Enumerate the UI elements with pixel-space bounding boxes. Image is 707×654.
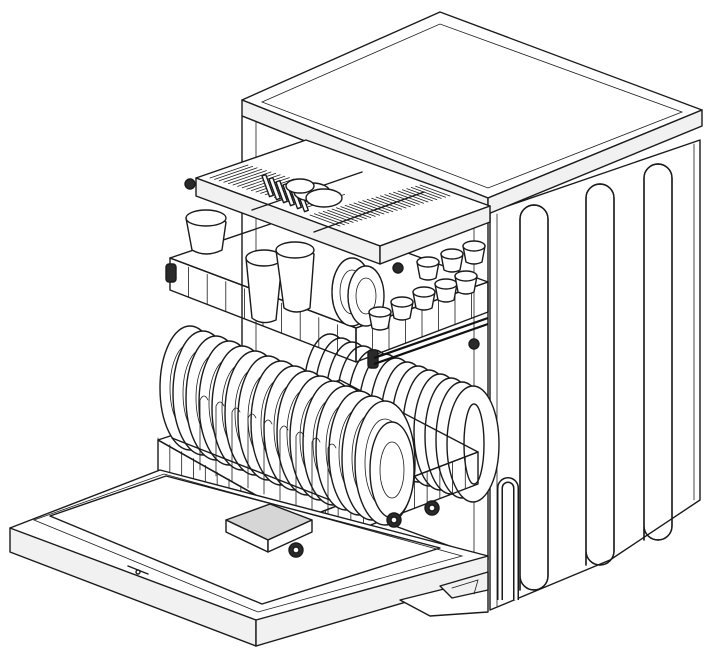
open-door xyxy=(9,469,489,647)
cabinet-side-panel xyxy=(489,139,701,611)
glasses xyxy=(185,209,315,324)
cutlery-drawer xyxy=(184,139,491,274)
lower-rack-front-plates xyxy=(159,325,416,526)
basket-front-cage xyxy=(171,395,337,519)
side-condenser-tubes xyxy=(497,163,673,600)
middle-rack xyxy=(165,209,489,369)
toe-kick xyxy=(399,571,489,617)
